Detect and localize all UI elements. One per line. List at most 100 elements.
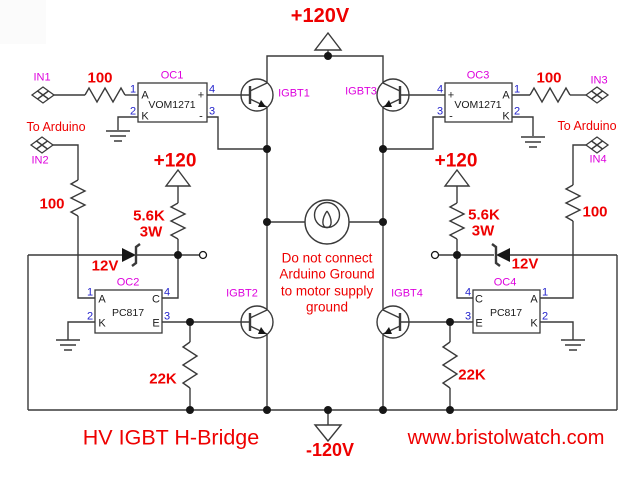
oc2-ref-label: OC2 [116, 276, 140, 289]
oc4-pin-a-label: A [530, 293, 538, 306]
igbt1-label: IGBT1 [278, 87, 310, 100]
igbt3-icon [376, 78, 410, 112]
r-pullup-left-label: 5.6K [133, 207, 165, 225]
r-pulldown-right-label: 22K [458, 366, 486, 384]
oc3-box [444, 82, 513, 123]
right-pullup-supply-label: +120 [434, 150, 478, 172]
left-pullup-supply-label: +120 [153, 150, 197, 172]
warning-line-3: to motor supply [280, 283, 374, 299]
resistor-pullup-left-icon [169, 202, 187, 240]
zener-diode-right-icon [491, 243, 510, 267]
oc2-pin-a-label: A [98, 293, 106, 306]
igbt2-icon [240, 305, 274, 339]
motor-icon [304, 199, 350, 245]
connector-in2-icon [29, 136, 55, 154]
in4-label: IN4 [589, 153, 607, 166]
r-pulldown-left-label: 22K [149, 370, 177, 388]
in1-label: IN1 [33, 71, 51, 84]
in3-label: IN3 [590, 74, 608, 87]
diagram-title: HV IGBT H-Bridge [82, 425, 260, 450]
oc1-pin1-number: 1 [129, 83, 137, 96]
oc2-pin1-number: 1 [86, 286, 94, 299]
oc1-pin3-number: 3 [208, 105, 216, 118]
oc2-part-label: PC817 [111, 306, 145, 319]
zener-left-label: 12V [91, 257, 119, 275]
oc4-ref-label: OC4 [493, 276, 517, 289]
wires [27, 50, 618, 425]
oc4-box [472, 289, 541, 334]
oc2-box [94, 289, 163, 334]
r-in1-label: 100 [87, 69, 113, 87]
zener-diode-left-icon [122, 243, 141, 267]
oc2-pin-e-label: E [152, 317, 160, 330]
igbt3-label: IGBT3 [345, 85, 377, 98]
igbt4-label: IGBT4 [391, 287, 423, 300]
igbt4-icon [376, 305, 410, 339]
r-pullup-left-power-label: 3W [139, 223, 163, 241]
oc4-pin1-number: 1 [541, 286, 549, 299]
igbt2-label: IGBT2 [226, 287, 258, 300]
supply-arrow-bottom-icon [313, 424, 343, 443]
website-label: www.bristolwatch.com [407, 427, 605, 449]
oc1-pin-minus-label: - [199, 110, 203, 123]
open-terminal-right [430, 250, 440, 260]
igbt1-icon [240, 78, 274, 112]
connector-in1-icon [30, 86, 56, 104]
oc1-pin-a-label: A [141, 89, 149, 102]
oc3-pin3-number: 3 [436, 105, 444, 118]
resistor-in4-icon [564, 184, 582, 222]
oc3-pin-k-label: K [502, 110, 510, 123]
supply-top-label: +120V [290, 5, 350, 27]
ground-oc1-icon [106, 130, 130, 142]
supply-bottom-label: -120V [305, 440, 355, 460]
oc2-pin-c-label: C [152, 293, 160, 306]
oc4-pin4-number: 4 [464, 286, 472, 299]
oc3-pin-minus-label: - [449, 110, 453, 123]
oc2-pin2-number: 2 [86, 310, 94, 323]
oc4-pin-c-label: C [475, 293, 483, 306]
oc1-pin4-number: 4 [208, 83, 216, 96]
r-in3-label: 100 [536, 69, 562, 87]
zener-right-label: 12V [511, 255, 539, 273]
oc3-pin2-number: 2 [513, 105, 521, 118]
junction-dots [174, 52, 461, 414]
r-in2-label: 100 [39, 195, 65, 213]
oc2-pin4-number: 4 [163, 286, 171, 299]
open-terminals [198, 250, 440, 260]
oc3-pin-plus-label: + [447, 89, 455, 102]
oc4-part-label: PC817 [489, 306, 523, 319]
oc1-ref-label: OC1 [160, 69, 184, 82]
connector-in3-icon [584, 86, 610, 104]
r-in4-label: 100 [582, 203, 608, 221]
resistor-pulldown-left-icon [181, 341, 199, 389]
ground-oc4-icon [561, 339, 585, 351]
resistor-in2-icon [69, 179, 87, 217]
oc1-part-label: VOM1271 [148, 98, 196, 111]
to-arduino-left-label: To Arduino [26, 119, 86, 134]
oc1-box [137, 82, 208, 123]
oc1-pin-plus-label: + [197, 89, 205, 102]
connector-in4-icon [584, 136, 610, 154]
r-pullup-right-power-label: 3W [471, 222, 495, 240]
oc4-pin2-number: 2 [541, 310, 549, 323]
resistor-in3-icon [529, 86, 571, 104]
oc4-pin-k-label: K [530, 317, 538, 330]
ground-oc2-icon [56, 339, 80, 351]
oc2-pin3-number: 3 [163, 310, 171, 323]
oc3-part-label: VOM1271 [454, 98, 502, 111]
resistor-pullup-right-icon [448, 202, 466, 240]
oc3-pin-a-label: A [502, 89, 510, 102]
oc4-pin3-number: 3 [464, 310, 472, 323]
corner-artifact [0, 0, 46, 44]
supply-arrow-right-icon [443, 168, 471, 187]
oc2-pin-k-label: K [98, 317, 106, 330]
ground-oc3-icon [521, 136, 545, 148]
warning-line-2: Arduino Ground [279, 266, 375, 282]
supply-arrow-left-icon [164, 168, 192, 187]
oc1-pin2-number: 2 [129, 105, 137, 118]
resistor-in1-icon [84, 86, 126, 104]
oc3-pin1-number: 1 [513, 83, 521, 96]
open-terminal-left [198, 250, 208, 260]
in2-label: IN2 [31, 154, 49, 167]
